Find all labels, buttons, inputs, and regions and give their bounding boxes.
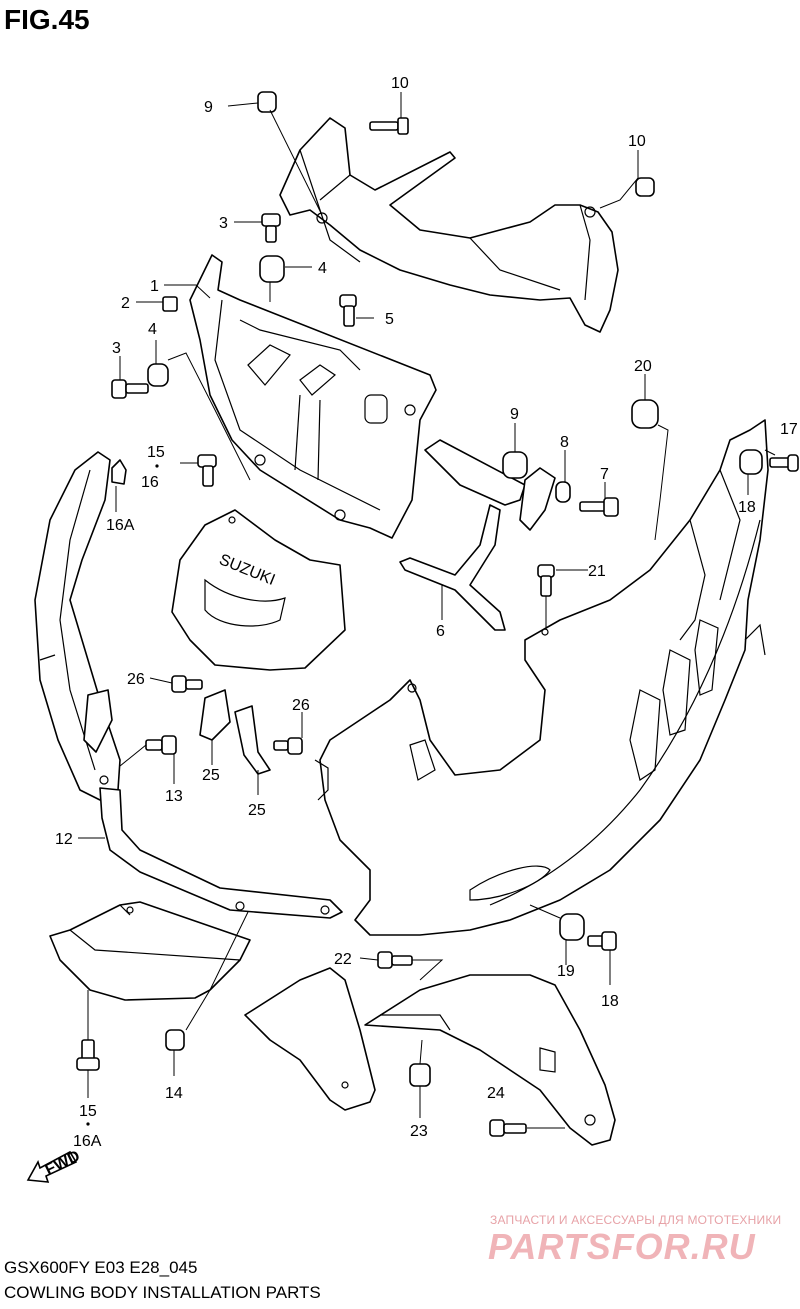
callout-10-top-left: 9 xyxy=(204,99,213,116)
figure-title: FIG.45 xyxy=(4,4,90,35)
callout-18-bottom: 18 xyxy=(601,993,619,1010)
callout-13: 13 xyxy=(165,788,183,805)
callout-3-left: 3 xyxy=(112,340,121,357)
callout-24: 24 xyxy=(487,1085,505,1102)
fwd-arrow-icon: FWD xyxy=(26,1148,83,1183)
callout-8: 8 xyxy=(560,434,569,451)
callout-26-right: 26 xyxy=(292,697,310,714)
callout-9: 9 xyxy=(510,406,519,423)
callout-23: 23 xyxy=(410,1123,428,1140)
callout-4-left: 4 xyxy=(148,321,157,338)
lower-under-cowl-left xyxy=(49,901,251,1001)
main-cowling-body xyxy=(314,419,769,936)
front-inner-panel: SUZUKI xyxy=(171,509,346,671)
callout-4-upper: 4 xyxy=(318,260,327,277)
model-code: GSX600FY E03 E28_045 xyxy=(4,1258,198,1277)
callout-22: 22 xyxy=(334,951,352,968)
callout-3-upper: 3 xyxy=(219,215,228,232)
callout-16a-bottom: 16A xyxy=(73,1133,102,1150)
callout-16: 15 xyxy=(147,444,165,461)
cowling-bracket-frame xyxy=(189,254,437,539)
watermark-logo: PARTSFOR.RU xyxy=(488,1226,756,1267)
callout-1: 1 xyxy=(150,278,159,295)
callout-19-bottom: 19 xyxy=(557,963,575,980)
callout-10-top-right: 10 xyxy=(628,133,646,150)
lower-under-cowl-right xyxy=(244,967,616,1146)
callout-25-right: 25 xyxy=(248,802,266,819)
callout-14: 14 xyxy=(165,1085,183,1102)
callout-6: 6 xyxy=(436,623,445,640)
callout-11: 10 xyxy=(391,75,409,92)
callout-15: 15 xyxy=(79,1103,97,1120)
callout-12: 12 xyxy=(55,831,73,848)
callout-7: 7 xyxy=(600,466,609,483)
callout-2: 2 xyxy=(121,295,130,312)
watermark-subtitle: ЗАПЧАСТИ И АКСЕССУАРЫ ДЛЯ МОТОТЕХНИКИ xyxy=(490,1213,782,1227)
callout-labels: 9 10 10 3 4 1 2 5 4 3 15 16 16A 9 8 7 20… xyxy=(55,75,798,1150)
cowling-side-stay xyxy=(399,439,556,631)
left-side-cowl xyxy=(34,451,121,801)
lower-cowling-brace xyxy=(99,787,343,919)
forward-direction-indicator: FWD xyxy=(26,1144,83,1189)
figure-caption: COWLING BODY INSTALLATION PARTS xyxy=(4,1283,321,1302)
callout-16a-top: 16 xyxy=(141,474,159,491)
callout-5: 5 xyxy=(385,311,394,328)
callout-20: 20 xyxy=(634,358,652,375)
leader-lines xyxy=(78,92,776,1129)
fasteners-and-grommets xyxy=(76,91,799,1137)
callout-19-top: 18 xyxy=(738,499,756,516)
callout-17: 16A xyxy=(106,517,135,534)
fwd-label: FWD xyxy=(43,1148,82,1179)
callout-21: 21 xyxy=(588,563,606,580)
callout-18-top: 17 xyxy=(780,421,798,438)
callout-26-left: 26 xyxy=(127,671,145,688)
callout-25-left: 25 xyxy=(202,767,220,784)
upper-cowl-inner-panel xyxy=(279,117,619,333)
